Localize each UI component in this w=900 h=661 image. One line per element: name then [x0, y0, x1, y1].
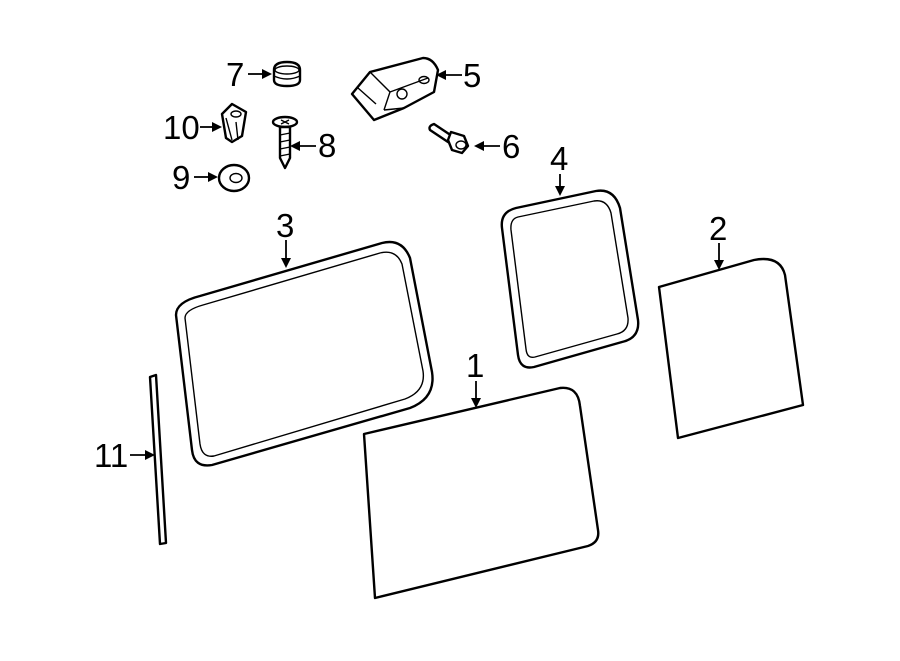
part-11-molding-strip: [148, 373, 168, 546]
leader-6: [474, 141, 500, 151]
part-1-glass-panel: [362, 386, 600, 600]
part-9-washer: [217, 163, 251, 193]
part-7-cap-nut: [272, 60, 302, 88]
leader-10: [200, 122, 222, 132]
leader-2: [714, 243, 724, 270]
part-8-screw: [271, 115, 299, 170]
part-5-bracket: [350, 56, 440, 122]
part-3-glass-frame: [174, 240, 434, 467]
leader-5: [436, 70, 462, 80]
callout-4: 4: [550, 140, 568, 177]
callout-10: 10: [163, 109, 200, 146]
callout-3: 3: [276, 207, 294, 244]
leader-8: [290, 141, 316, 151]
part-4-glass-frame: [500, 189, 640, 369]
callout-7: 7: [226, 56, 244, 93]
leader-1: [471, 381, 481, 408]
leader-3: [281, 240, 291, 268]
callout-6: 6: [502, 128, 520, 165]
part-6-bolt: [428, 122, 470, 155]
leader-9: [194, 172, 218, 182]
part-10-clip-nut: [220, 102, 248, 144]
part-2-glass-panel: [657, 257, 805, 440]
callout-5: 5: [463, 57, 481, 94]
callout-2: 2: [709, 210, 727, 247]
leader-7: [248, 69, 272, 79]
leader-4: [555, 174, 565, 196]
callout-11: 11: [94, 437, 128, 474]
callout-8: 8: [318, 127, 336, 164]
callout-1: 1: [466, 347, 484, 384]
leader-11: [130, 450, 155, 460]
callout-9: 9: [172, 159, 190, 196]
